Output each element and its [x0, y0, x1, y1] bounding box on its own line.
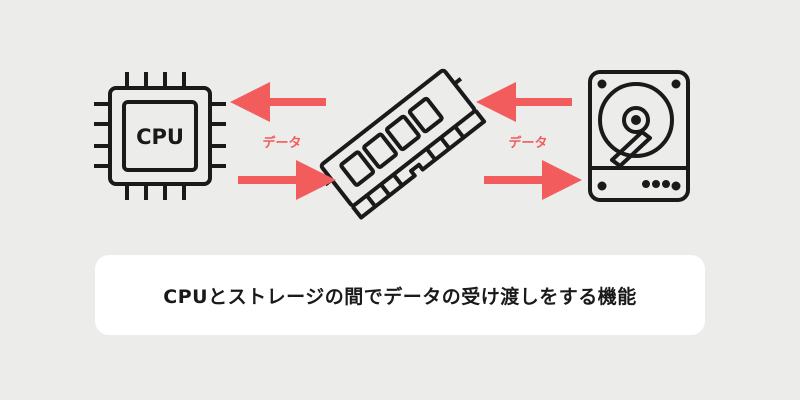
cpu-chip-icon: [94, 72, 226, 200]
hard-disk-drive-icon: [588, 70, 690, 202]
caption-box: CPUとストレージの間でデータの受け渡しをする機能: [95, 255, 705, 335]
flow-label-cpu-memory: データ: [262, 135, 301, 151]
caption-text: CPUとストレージの間でデータの受け渡しをする機能: [163, 285, 637, 308]
flow-label-memory-storage: データ: [508, 135, 547, 151]
cpu-label: CPU: [136, 125, 184, 149]
ram-module-icon: [319, 68, 487, 220]
